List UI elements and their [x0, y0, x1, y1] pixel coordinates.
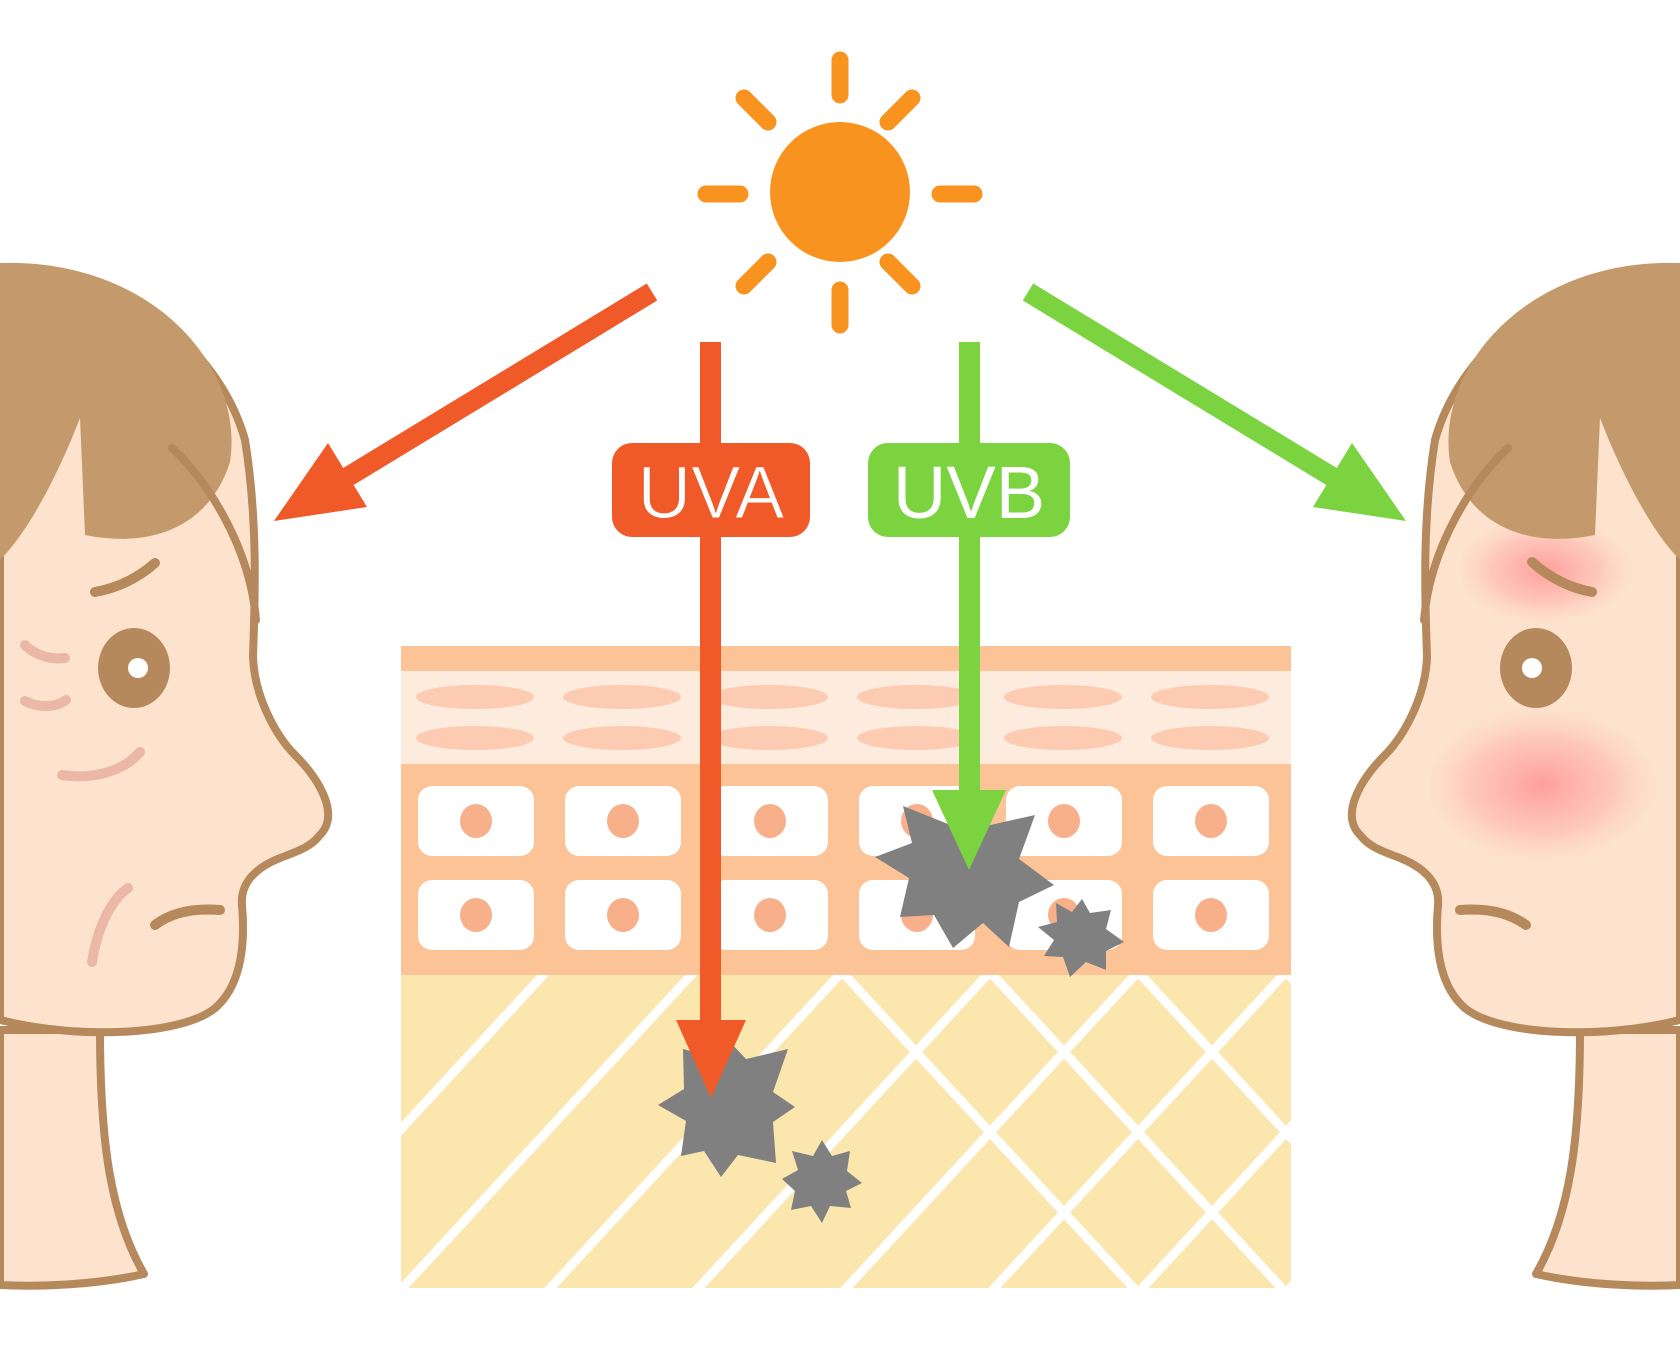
sun-icon [697, 51, 983, 334]
damage-bursts [658, 805, 1124, 1223]
uvb-label: UVB [868, 443, 1070, 537]
mouth [1455, 904, 1531, 930]
uvb-arrow-to-right-face [1022, 283, 1406, 521]
uvb-arrow [932, 342, 1006, 870]
sunburn-redness [1424, 705, 1660, 865]
eyebrow [1527, 557, 1597, 597]
skin-surface-band [401, 646, 1291, 671]
epidermis-layer [401, 764, 1291, 975]
hair [1448, 262, 1680, 560]
uva-label: UVA [612, 443, 810, 537]
uvb-label-text: UVB [893, 451, 1045, 534]
left-face-aging [0, 262, 333, 1290]
damage-burst-icon [658, 1040, 795, 1177]
uva-label-text: UVA [638, 451, 785, 534]
wrinkles [20, 640, 145, 967]
damage-burst-icon [782, 1140, 862, 1223]
damage-burst-icon [1038, 899, 1124, 977]
damage-burst-icon [875, 805, 1054, 948]
stratum-corneum-layer [401, 671, 1291, 764]
hair [0, 262, 232, 560]
uva-arrow-to-left-face [274, 283, 658, 521]
eyebrow [90, 558, 160, 597]
right-face-sunburn [1347, 262, 1680, 1290]
mouth [150, 904, 225, 930]
